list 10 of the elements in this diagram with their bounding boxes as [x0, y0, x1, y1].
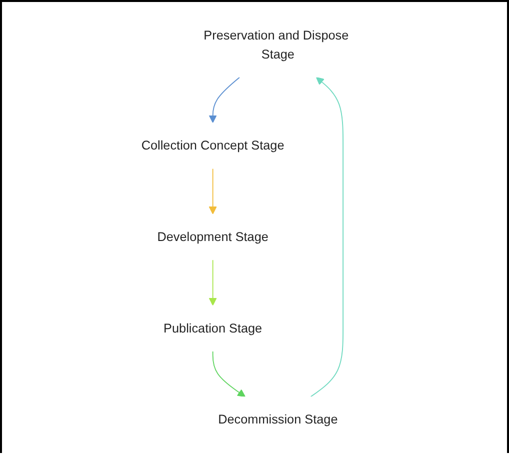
arrow: [208, 168, 216, 214]
node-text: Collection Concept Stage: [140, 138, 284, 152]
arrow: [208, 260, 216, 306]
node-text: Publication Stage: [163, 320, 262, 336]
arrow: [310, 77, 344, 398]
arrow: [212, 350, 246, 397]
node-text: Decommission Stage: [218, 412, 338, 426]
node-text: Development Stage: [156, 229, 268, 244]
arrow: [208, 76, 240, 123]
node-text: Preservation and Dispose Stage: [203, 28, 348, 62]
